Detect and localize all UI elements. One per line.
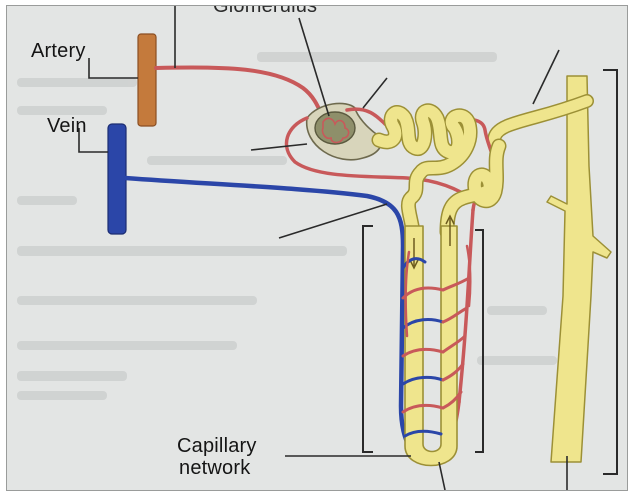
artery-vessel [138,34,329,128]
artery-pointer [89,58,138,78]
tubule-pointer [279,204,387,238]
collecting-duct [494,76,611,462]
duct-pointer [533,50,559,104]
vein-vessel [108,124,431,462]
nephron-diagram [7,6,627,490]
vein-label: Vein [47,116,87,136]
loop-bottom-pointer [439,462,445,490]
artery-label: Artery [31,41,86,61]
diagram-frame: Glomerulus Artery Vein Capillary network [6,5,628,491]
cortex-pointer [251,144,307,150]
capsule-pointer [363,78,387,108]
loop-of-henle [405,216,457,466]
collecting-duct-bracket [603,70,617,474]
glomerulus [315,112,355,144]
glomerulus-label: Glomerulus [213,5,317,16]
capillary-network-label-line2: network [179,458,250,478]
capillary-network-label-line1: Capillary [177,436,257,456]
